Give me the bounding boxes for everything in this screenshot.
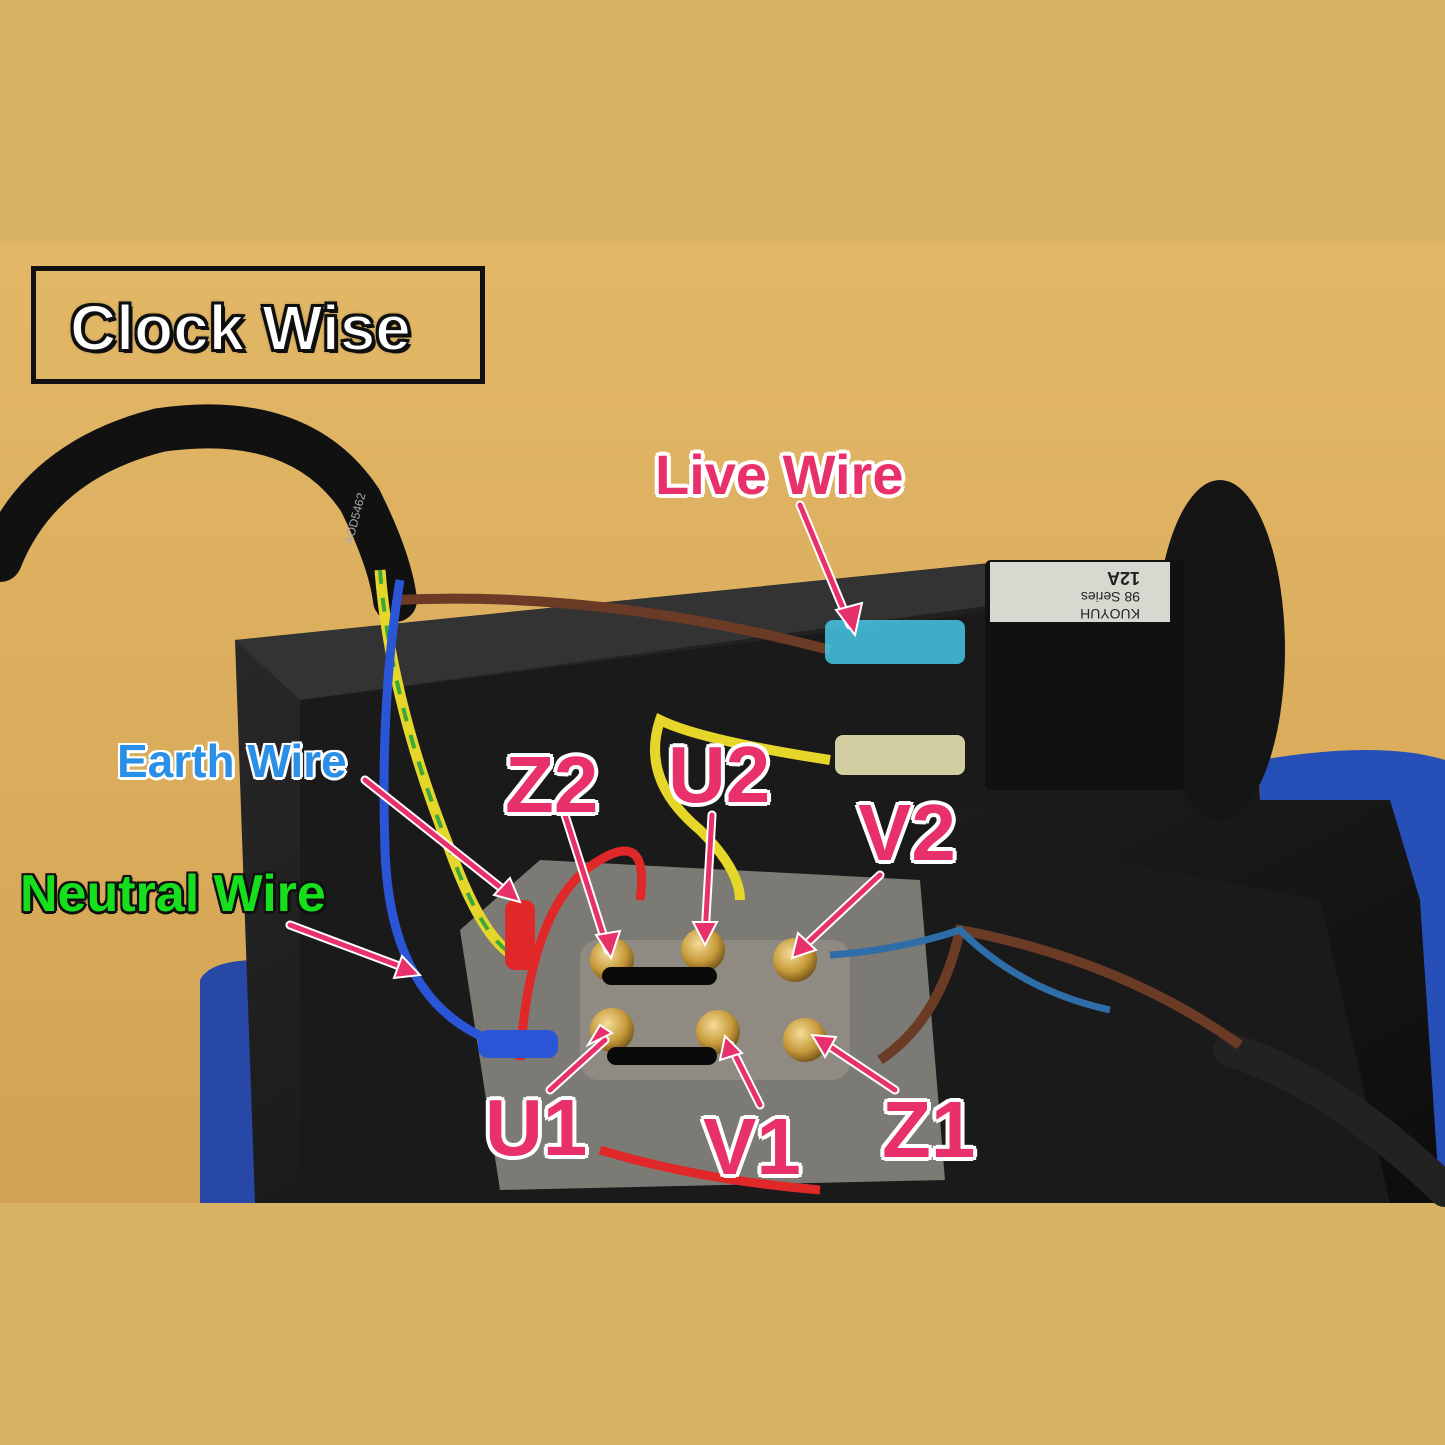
terminal-label-v2: V2 [858,788,956,877]
diagram-title: Clock Wise [69,292,412,364]
neutral-wire-label: Neutral Wire [20,865,326,923]
terminal-link-bottom [607,1047,717,1065]
terminal-screw-u2 [681,928,725,972]
switch-disc [1155,480,1285,820]
terminal-link-top [602,967,717,985]
blue-wire [379,579,492,1045]
yellow-wire [650,712,831,901]
terminal-label-v1: V1 [703,1102,801,1191]
red-wire-bottom [598,1145,821,1195]
yellow-spade-connector [835,735,965,775]
motor-body [200,960,260,1203]
junction-box-rim [235,560,1030,700]
terminal-label-u1: U1 [485,1083,588,1172]
blue-ring-connector [478,1030,558,1058]
brown-wire-right [877,924,1243,1065]
terminal-label-z1: Z1 [882,1085,976,1174]
brown-wire [394,593,832,655]
live-spade-connector [825,620,965,664]
red-wire [515,846,647,1061]
title-box [31,266,485,384]
terminal-label-z2: Z2 [505,740,599,829]
red-ring-connector [505,900,535,970]
power-cable [0,404,417,622]
earth-wire-label: Earth Wire [117,735,347,787]
terminal-screw-z1 [783,1018,827,1062]
switch-label-plate [990,562,1170,622]
earth-wire-stripe [378,569,531,962]
terminal-label-u2: U2 [668,730,771,819]
blue-wire-right [829,925,1111,1014]
power-cable-right [1213,1033,1445,1207]
live-wire-label: Live Wire [655,443,904,506]
arrow-heads [392,601,864,1062]
